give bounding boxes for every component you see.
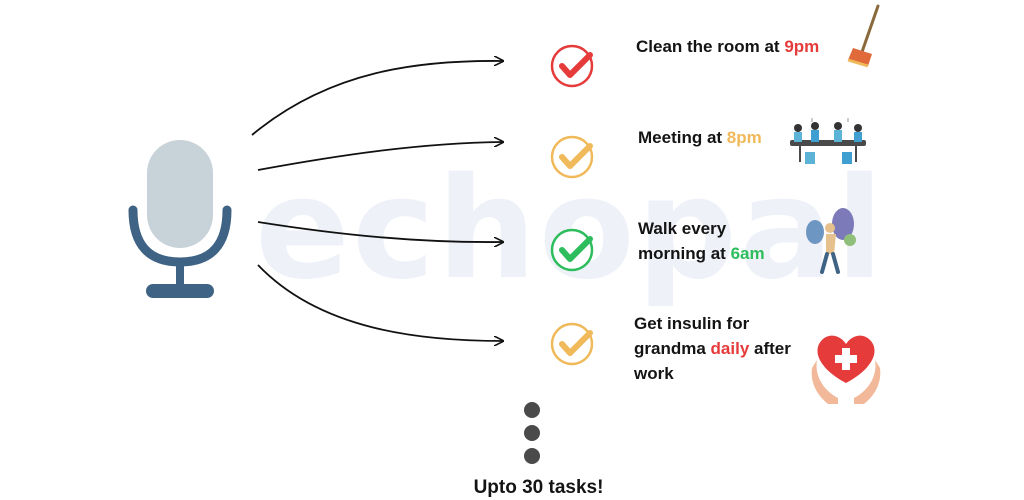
check-circle-icon [550, 228, 594, 272]
task-3-line1: Walk every [638, 219, 727, 238]
task-3-text: Walk every morning at 6am [638, 216, 765, 266]
walking-person-icon [806, 208, 856, 274]
task-1-highlight: 9pm [784, 37, 820, 56]
check-circle-icon [550, 322, 594, 366]
footer-caption: Upto 30 tasks! [473, 477, 604, 498]
microphone-icon [128, 140, 232, 298]
task-1-before: Clean the room at [636, 37, 785, 56]
task-3-highlight: 6am [730, 244, 765, 263]
arrow-4 [257, 264, 503, 341]
arrows [251, 61, 503, 341]
task-4-line3: work [634, 364, 674, 383]
task-2-before: Meeting at [638, 128, 727, 147]
mic-base [146, 284, 214, 298]
mic-stem [176, 262, 184, 286]
task-3-line2: morning at 6am [638, 244, 765, 263]
check-circle-icon [550, 135, 594, 179]
task-4-line2: grandma daily after [634, 339, 791, 358]
arrow-1 [251, 61, 503, 136]
task-1-text: Clean the room at 9pm [636, 34, 819, 59]
task-4-line1: Get insulin for [634, 314, 750, 333]
task-4-text: Get insulin for grandma daily after work [634, 311, 791, 386]
arrow-3 [257, 221, 503, 242]
meeting-icon [790, 118, 866, 164]
task-2-text: Meeting at 8pm [638, 125, 762, 150]
mic-capsule [147, 140, 213, 248]
ellipsis-dots [524, 402, 540, 464]
task-2-highlight: 8pm [726, 128, 762, 147]
task-4-highlight: daily [710, 339, 750, 358]
broom-icon [847, 4, 880, 68]
heart-hands-icon [811, 335, 881, 404]
check-circle-icon [550, 44, 594, 88]
arrow-2 [257, 142, 503, 171]
